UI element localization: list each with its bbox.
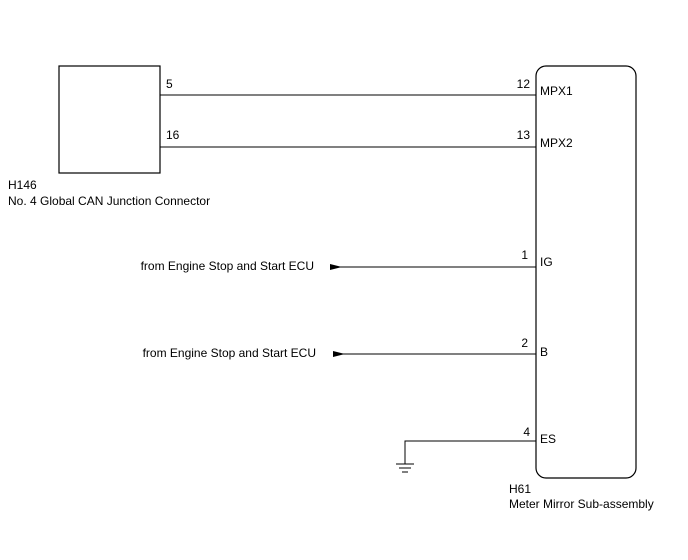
- h61-pin-number-mpx1: 12: [517, 77, 531, 91]
- h61-pin-label-mpx2: MPX2: [540, 136, 573, 150]
- b-source-label: from Engine Stop and Start ECU: [143, 346, 316, 360]
- h61-name: Meter Mirror Sub-assembly: [509, 497, 654, 511]
- h61-pin-number-ig: 1: [521, 248, 528, 262]
- h146-pin-mpx2: 16: [166, 128, 180, 142]
- connector-h146-box: [58, 65, 161, 174]
- wire-es: [404, 440, 536, 464]
- h146-pin-mpx1: 5: [166, 77, 173, 91]
- h61-pin-number-mpx2: 13: [517, 128, 531, 142]
- h146-name: No. 4 Global CAN Junction Connector: [8, 194, 210, 208]
- h61-pin-label-mpx1: MPX1: [540, 84, 573, 98]
- ig-source-label: from Engine Stop and Start ECU: [141, 259, 314, 273]
- h61-pin-number-b: 2: [521, 336, 528, 350]
- h61-pin-label-b: B: [540, 345, 548, 359]
- h61-pin-label-es: ES: [540, 432, 556, 446]
- h61-code: H61: [509, 482, 531, 496]
- h61-pin-number-es: 4: [523, 425, 530, 439]
- h146-code: H146: [8, 178, 37, 192]
- ground-icon: [396, 463, 414, 473]
- component-h61-box: [535, 65, 637, 479]
- h61-pin-label-ig: IG: [540, 255, 553, 269]
